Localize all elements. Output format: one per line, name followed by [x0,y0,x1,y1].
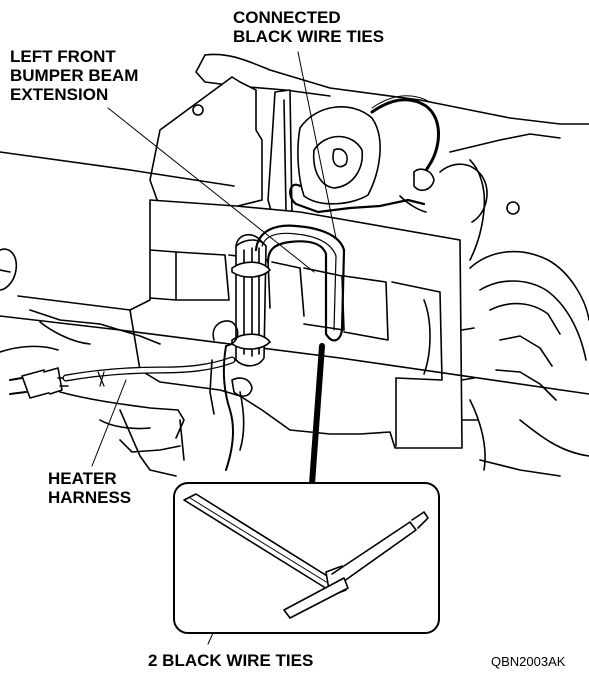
crossmember-panel [129,199,463,449]
leader-bumper [107,107,315,273]
heater-label-line-1: HEATER [48,469,117,488]
horn-wire-upper [370,98,440,188]
bumper-label-line-1: LEFT FRONT [10,47,116,66]
bumper-beam-extension [149,76,263,214]
wheel-housing [469,250,589,321]
mounting-hole [192,104,204,116]
wire-tie-strap-lower [283,577,349,619]
fender-outline [204,53,589,125]
connected-label-line-2: BLACK WIRE TIES [233,27,385,46]
two-black-wire-ties-label: 2 BLACK WIRE TIES [148,651,314,670]
figure-code: QBN2003AK [491,654,566,669]
connected-label-line-1: CONNECTED [233,8,341,27]
detail-inset-box [173,482,440,634]
horn [297,106,381,205]
bumper-beam-extension-label: LEFT FRONT BUMPER BEAM EXTENSION [10,47,138,104]
bumper-label-line-2: BUMPER BEAM [10,66,139,85]
leader-heater [91,379,127,467]
heater-harness-label: HEATER HARNESS [48,469,131,507]
connected-wire-ties [254,224,346,342]
wire-tie-tail [331,521,417,585]
connected-wire-ties-label: CONNECTED BLACK WIRE TIES [233,8,384,46]
bumper-label-line-3: EXTENSION [10,85,109,104]
leader-connected [297,51,337,239]
heater-label-line-2: HARNESS [48,488,132,507]
